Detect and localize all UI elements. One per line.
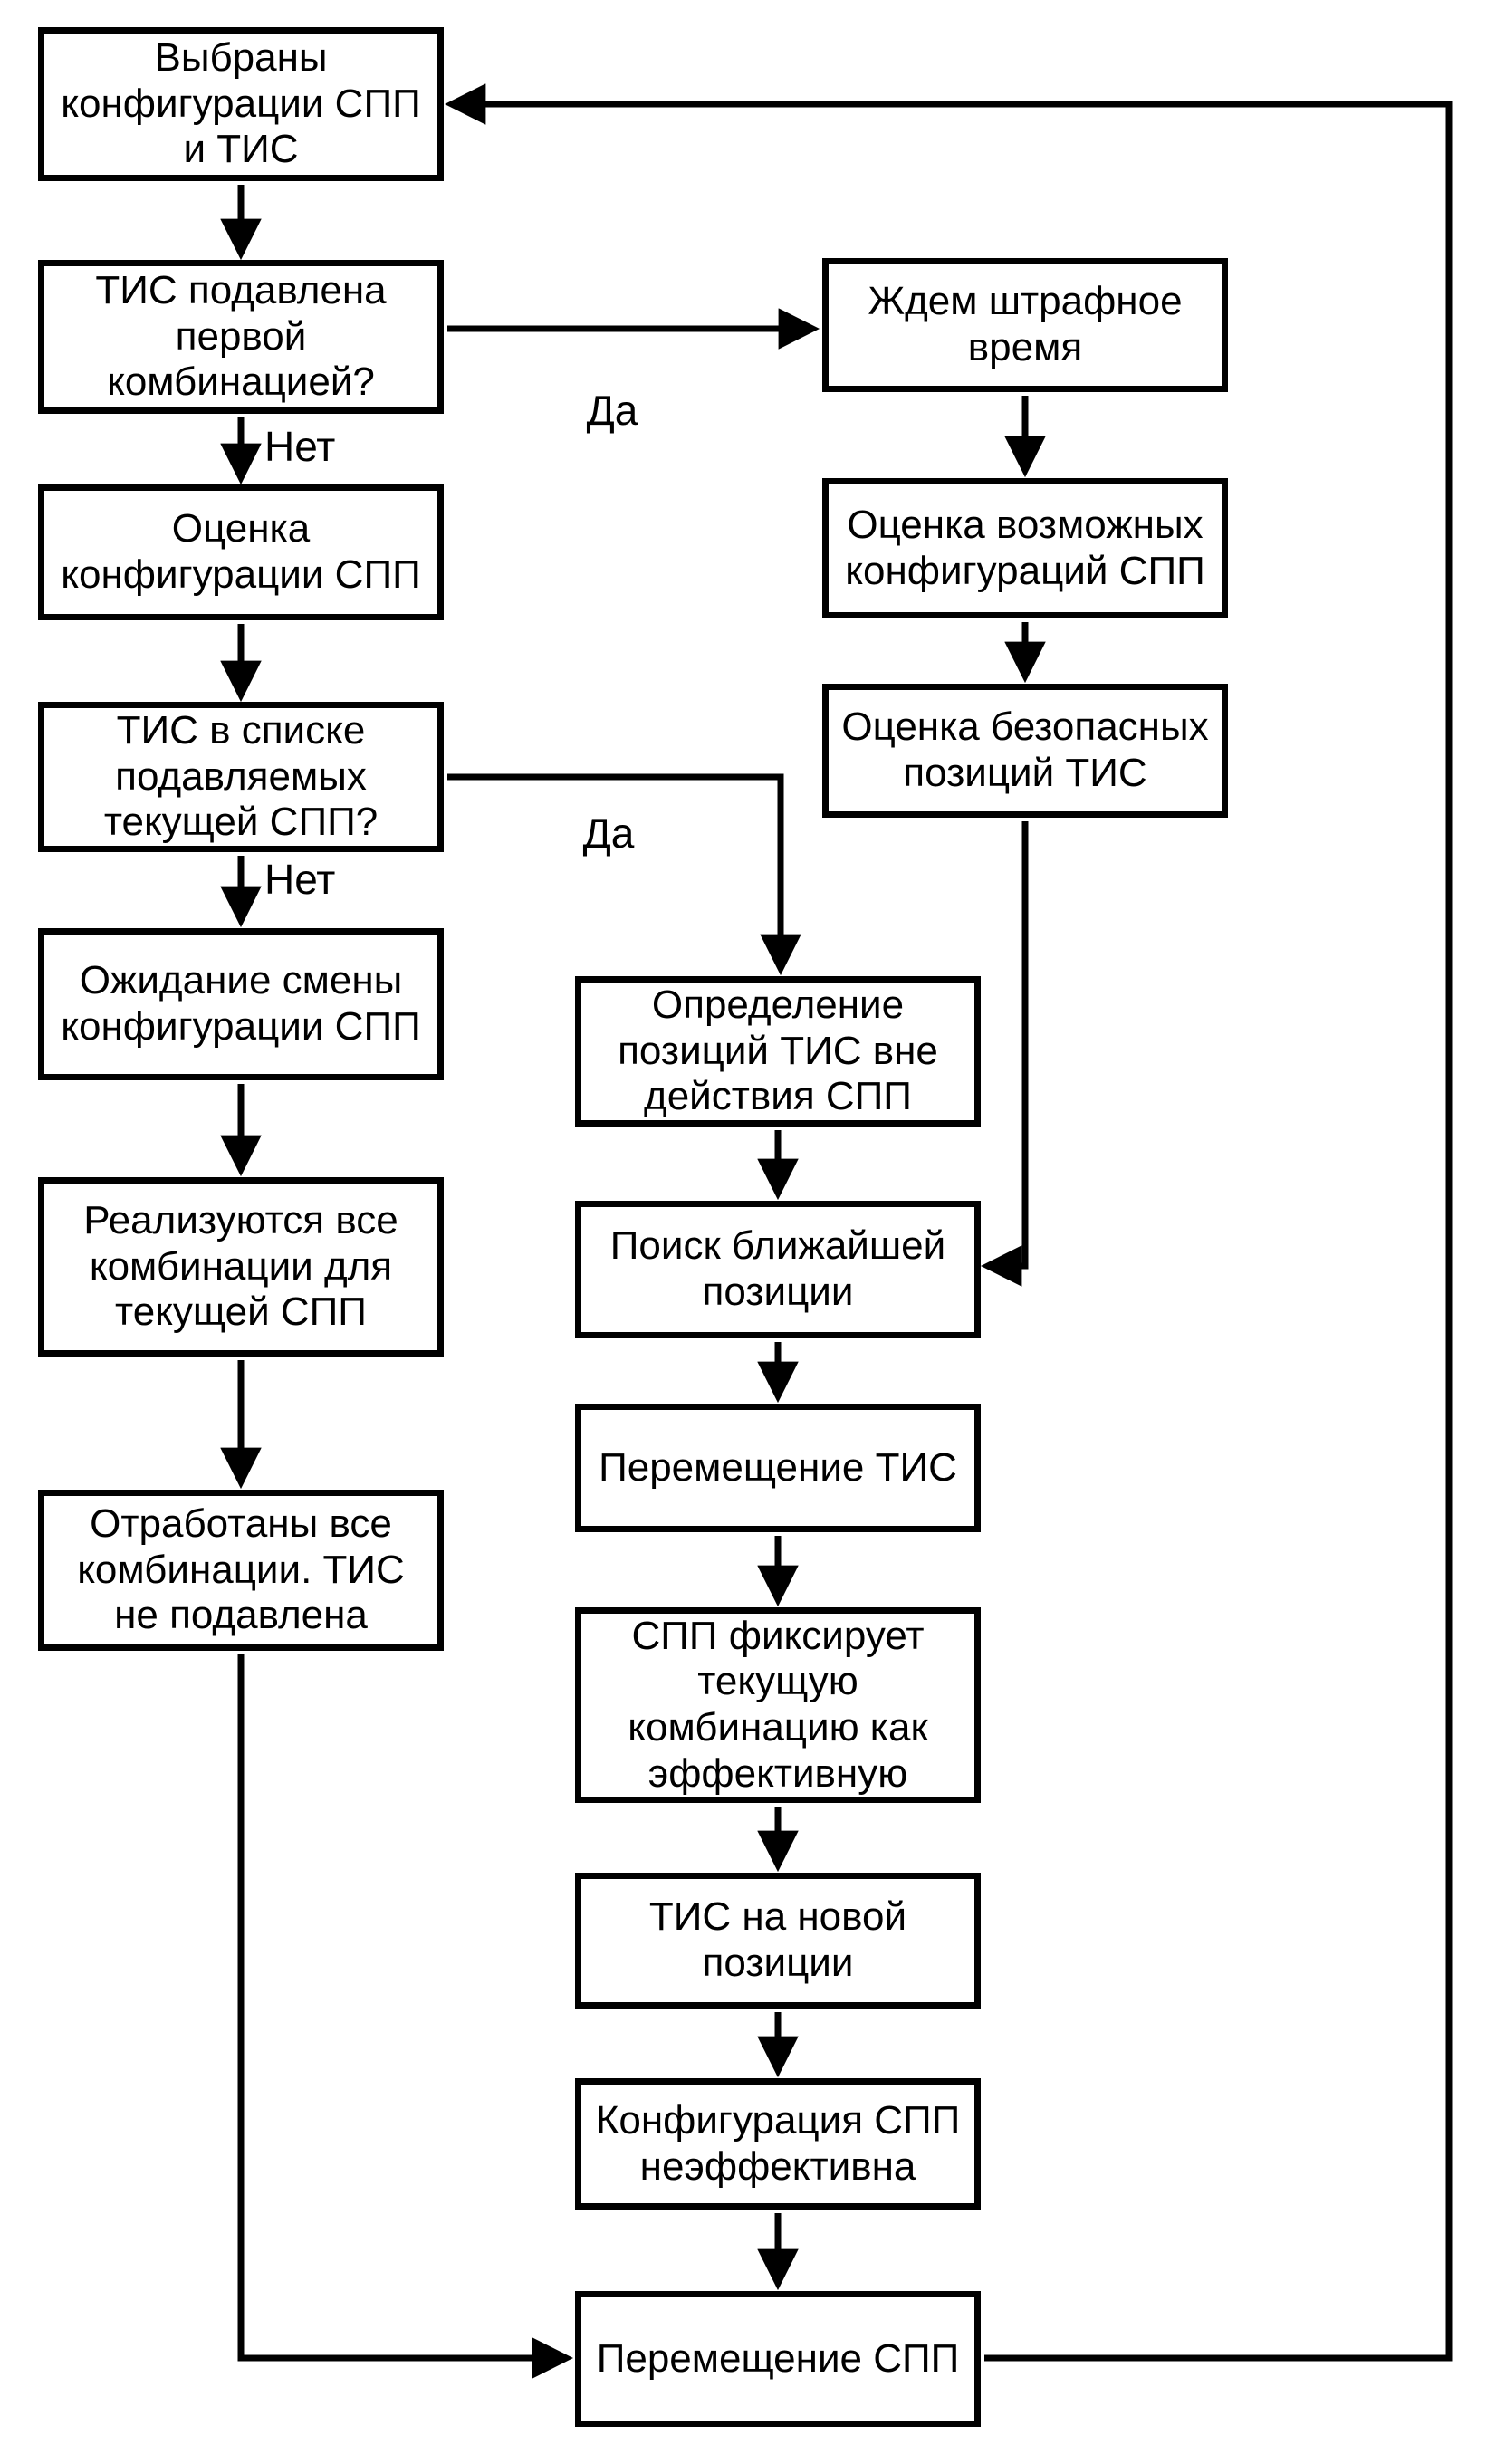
- node-move-tis: Перемещение ТИС: [575, 1404, 981, 1532]
- node-eval-safe-positions: Оценка безопасных позиций ТИС: [822, 684, 1228, 818]
- node-tis-new-position: ТИС на новой позиции: [575, 1873, 981, 2009]
- node-start: Выбраны конфигурации СПП и ТИС: [38, 27, 444, 181]
- node-wait-config-change: Ожидание смены конфигурации СПП: [38, 928, 444, 1080]
- node-all-combinations: Реализуются все комбинации для текущей С…: [38, 1177, 444, 1357]
- edge-label-no-list: Нет: [264, 856, 336, 903]
- edge-yes-to-determine-positions: [447, 773, 801, 976]
- node-first-combo-question: ТИС подавлена первой комбинацией?: [38, 260, 444, 414]
- node-suppress-list-question: ТИС в списке подавляемых текущей СПП?: [38, 702, 444, 852]
- edge-label-yes-penalty: Да: [586, 387, 638, 434]
- node-spp-fixes-combo: СПП фиксирует текущую комбинацию как эфф…: [575, 1607, 981, 1803]
- node-eval-spp-config: Оценка конфигурации СПП: [38, 484, 444, 620]
- edge-label-no-first: Нет: [264, 423, 336, 470]
- node-move-spp: Перемещение СПП: [575, 2291, 981, 2427]
- node-determine-positions: Определение позиций ТИС вне действия СПП: [575, 976, 981, 1127]
- node-combos-done-not-suppressed: Отработаны все комбинации. ТИС не подавл…: [38, 1490, 444, 1651]
- edge-eval-safe-to-find-nearest: [980, 821, 1029, 1287]
- edge-move-spp-feedback-to-start: [444, 83, 1453, 2362]
- node-find-nearest-position: Поиск ближайшей позиции: [575, 1201, 981, 1338]
- edge-label-yes-determine: Да: [582, 810, 635, 857]
- edge-done-to-move-spp: [237, 1654, 574, 2379]
- node-wait-penalty-time: Ждем штрафное время: [822, 258, 1228, 392]
- node-spp-config-ineffective: Конфигурация СПП неэффективна: [575, 2078, 981, 2210]
- node-eval-possible-configs: Оценка возможных конфигураций СПП: [822, 478, 1228, 618]
